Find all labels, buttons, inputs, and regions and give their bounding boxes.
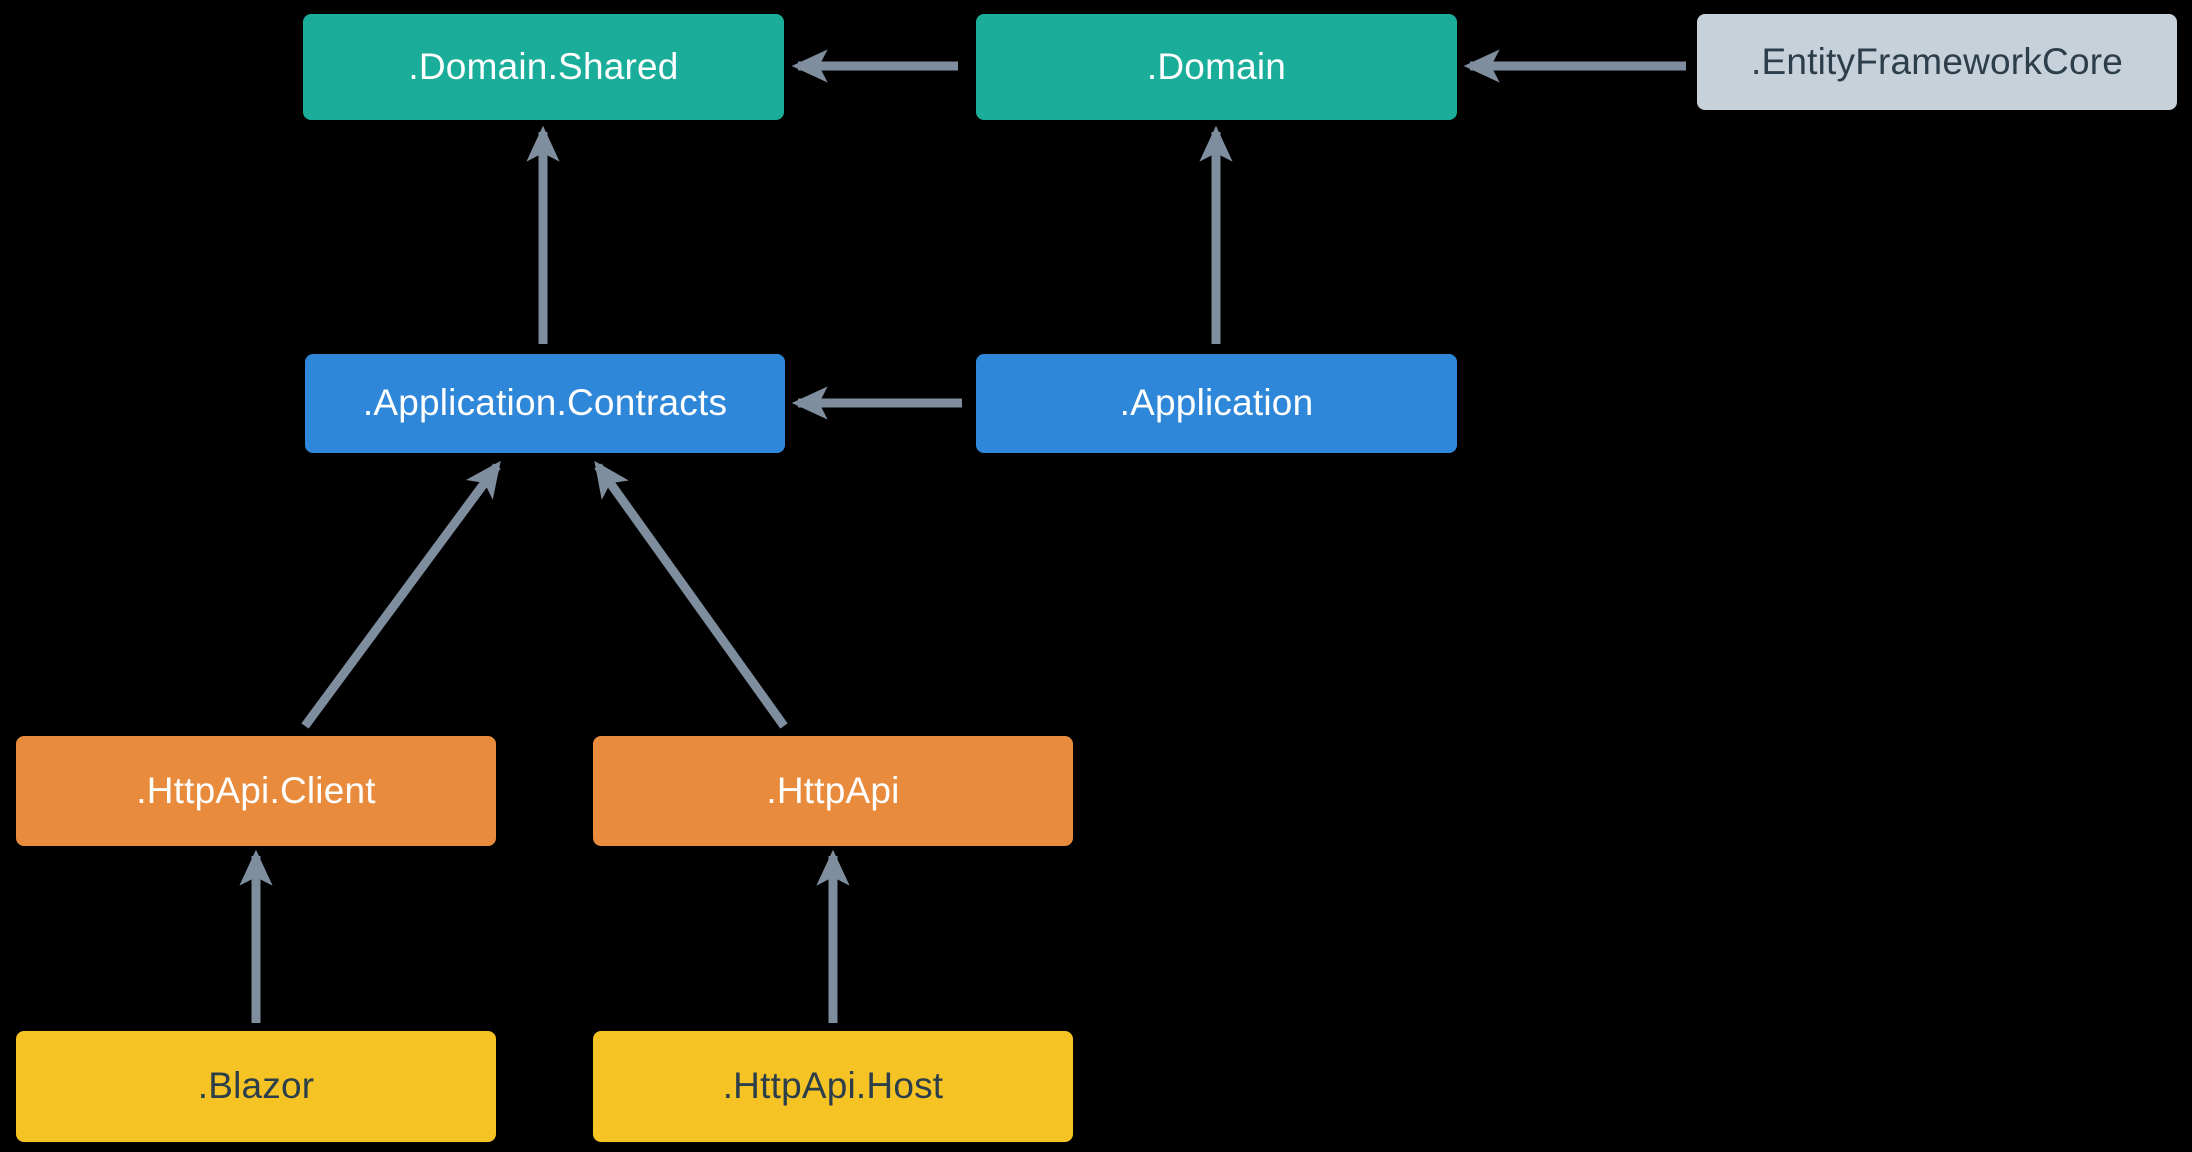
node-httpapi-host[interactable]: .HttpApi.Host xyxy=(593,1031,1073,1142)
node-blazor[interactable]: .Blazor xyxy=(16,1031,496,1142)
node-label-httpapi-host: .HttpApi.Host xyxy=(722,1065,944,1107)
node-httpapi[interactable]: .HttpApi xyxy=(593,736,1073,846)
node-domain[interactable]: .Domain xyxy=(976,14,1457,120)
node-application[interactable]: .Application xyxy=(976,354,1457,453)
arrow-httpapi-to-application-contracts xyxy=(594,460,788,729)
arrow-httpapi-client-to-application-contracts xyxy=(301,460,501,729)
node-domain-shared[interactable]: .Domain.Shared xyxy=(303,14,784,120)
node-label-application: .Application xyxy=(1119,382,1314,424)
node-label-httpapi: .HttpApi xyxy=(766,769,900,811)
node-entity-framework-core[interactable]: .EntityFrameworkCore xyxy=(1697,14,2177,110)
node-label-entity-framework-core: .EntityFrameworkCore xyxy=(1750,40,2124,82)
node-label-domain-shared: .Domain.Shared xyxy=(408,45,679,87)
node-label-application-contracts: .Application.Contracts xyxy=(362,382,728,424)
node-application-contracts[interactable]: .Application.Contracts xyxy=(305,354,785,453)
node-label-httpapi-client: .HttpApi.Client xyxy=(136,769,376,811)
node-httpapi-client[interactable]: .HttpApi.Client xyxy=(16,736,496,846)
node-label-blazor: .Blazor xyxy=(197,1065,315,1107)
node-label-domain: .Domain xyxy=(1146,45,1287,87)
